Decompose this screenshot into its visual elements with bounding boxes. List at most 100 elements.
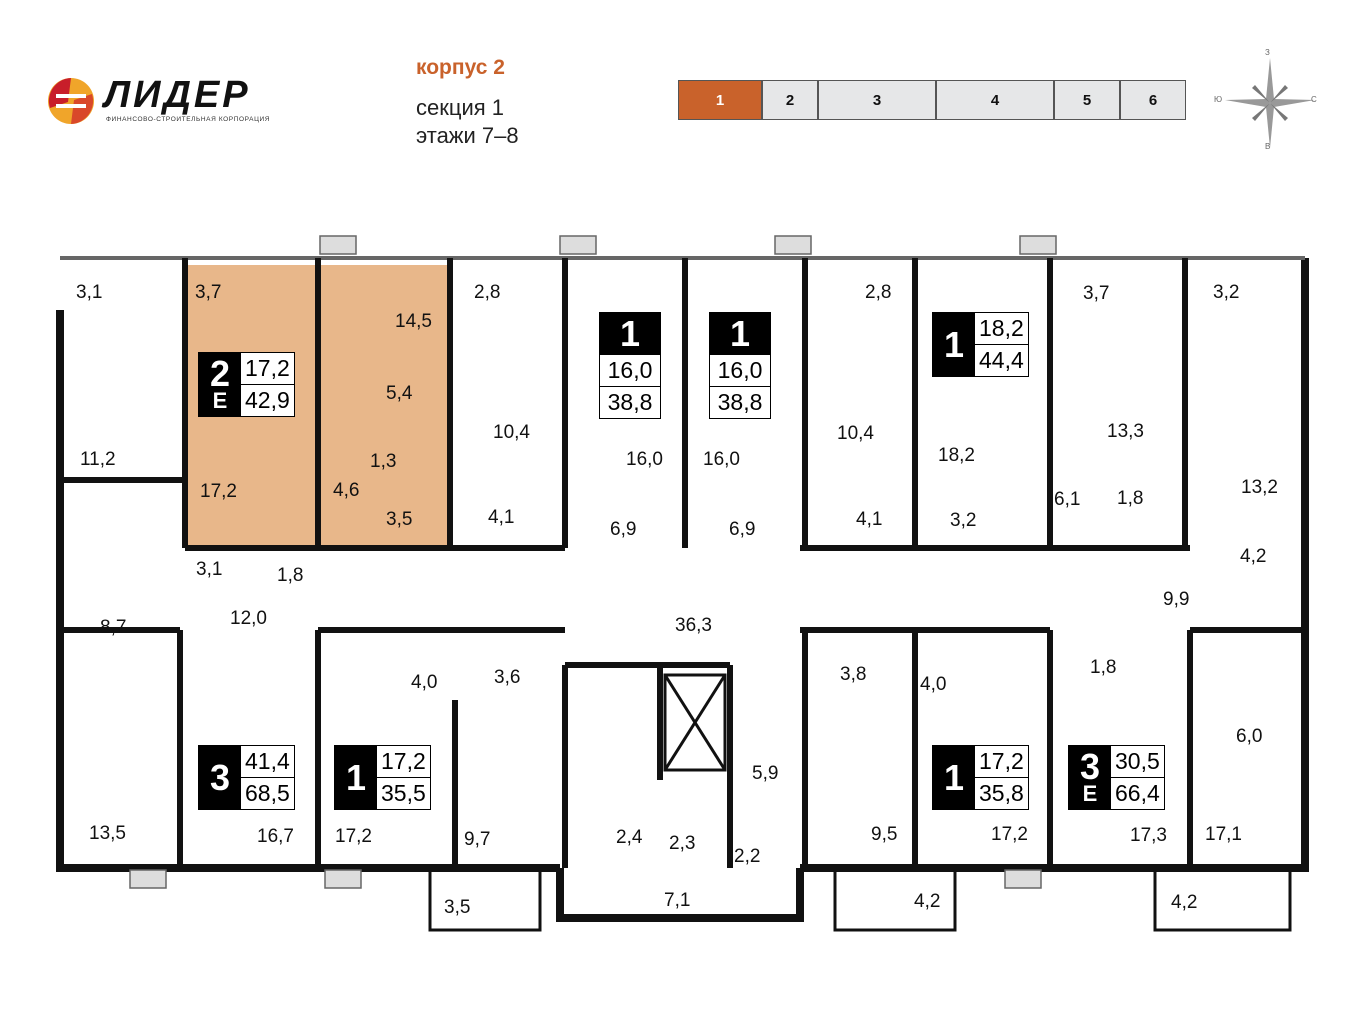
rooms-count: 1 [345, 756, 367, 798]
total-area: 42,9 [241, 384, 294, 416]
living-area: 17,2 [381, 748, 426, 774]
section-2-button[interactable]: 2 [762, 80, 818, 120]
room-area-label: 3,8 [840, 664, 867, 685]
room-area-label: 6,1 [1054, 489, 1081, 510]
compass-west: Ю [1214, 95, 1223, 104]
rooms-count: 3 [209, 756, 231, 798]
room-area-label: 16,0 [626, 449, 663, 470]
room-area-label: 17,3 [1130, 825, 1167, 846]
apartment-badge[interactable]: 1 17,2 35,5 [334, 745, 431, 810]
room-area-label: 4,6 [333, 480, 360, 501]
rooms-count: 3 [1079, 745, 1101, 787]
room-area-label: 10,4 [837, 423, 874, 444]
room-area-label: 3,2 [950, 510, 977, 531]
rooms-count: 1 [729, 313, 751, 354]
room-area-label: 2,3 [669, 833, 696, 854]
room-area-label: 17,2 [200, 481, 237, 502]
room-area-label: 4,2 [1171, 892, 1198, 913]
rooms-count: 1 [619, 313, 641, 354]
rooms-count: 2 [209, 352, 231, 394]
room-area-label: 4,1 [488, 507, 515, 528]
living-area: 16,0 [717, 357, 763, 383]
logo-tagline: ФИНАНСОВО-СТРОИТЕЛЬНАЯ КОРПОРАЦИЯ [106, 116, 271, 123]
room-area-label: 4,2 [914, 891, 941, 912]
room-area-label: 11,2 [80, 449, 116, 470]
room-area-label: 3,5 [444, 897, 471, 918]
room-area-label: 3,5 [386, 509, 413, 530]
room-area-label: 13,3 [1107, 421, 1144, 442]
euro-suffix: Е [212, 387, 228, 413]
logo-mark-icon [48, 78, 94, 124]
section-1-button[interactable]: 1 [678, 80, 762, 120]
apartment-badge[interactable]: 1 18,2 44,4 [932, 312, 1029, 377]
room-area-label: 36,3 [675, 615, 712, 636]
room-area-label: 1,8 [1090, 657, 1117, 678]
room-area-label: 13,2 [1241, 477, 1278, 498]
room-area-label: 3,2 [1213, 282, 1240, 303]
room-area-label: 4,1 [856, 509, 883, 530]
section-label: секция 1 [416, 95, 505, 120]
rooms-count: 1 [943, 756, 965, 798]
living-area: 30,5 [1115, 748, 1160, 774]
total-area: 68,5 [241, 777, 294, 809]
room-area-label: 6,0 [1236, 726, 1263, 747]
total-area: 38,8 [600, 386, 660, 418]
room-area-label: 12,0 [230, 608, 267, 629]
apartment-badge[interactable]: 3 41,4 68,5 [198, 745, 295, 810]
room-area-label: 3,1 [76, 282, 103, 303]
room-area-label: 13,5 [89, 823, 126, 844]
room-area-label: 17,2 [991, 824, 1028, 845]
room-area-label: 4,0 [920, 674, 947, 695]
section-5-button[interactable]: 5 [1054, 80, 1120, 120]
room-area-label: 6,9 [610, 519, 637, 540]
room-area-label: 1,8 [1117, 488, 1144, 509]
room-area-label: 2,8 [865, 282, 892, 303]
section-3-button[interactable]: 3 [818, 80, 936, 120]
room-area-label: 8,7 [100, 617, 127, 638]
living-area: 41,4 [245, 748, 290, 774]
living-area: 17,2 [245, 355, 290, 381]
total-area: 38,8 [710, 386, 770, 418]
room-area-label: 6,9 [729, 519, 756, 540]
room-area-label: 1,8 [277, 565, 304, 586]
room-area-label: 4,2 [1240, 546, 1267, 567]
compass-north: З [1265, 48, 1270, 57]
section-6-button[interactable]: 6 [1120, 80, 1186, 120]
room-area-label: 9,9 [1163, 589, 1190, 610]
room-area-label: 2,8 [474, 282, 501, 303]
logo-name: ЛИДЕР [104, 74, 251, 116]
total-area: 35,8 [975, 777, 1028, 809]
compass-south: В [1265, 142, 1271, 151]
room-area-label: 17,1 [1205, 824, 1242, 845]
room-area-label: 18,2 [938, 445, 975, 466]
total-area: 66,4 [1111, 777, 1164, 809]
section-minimap: 1 2 3 4 5 6 [678, 80, 1186, 120]
rooms-count: 1 [943, 323, 965, 365]
living-area: 18,2 [979, 315, 1024, 341]
room-area-label: 2,2 [734, 846, 761, 867]
compass-icon [1225, 58, 1315, 148]
total-area: 44,4 [975, 344, 1028, 376]
apartment-badge[interactable]: 1 16,0 38,8 [709, 312, 771, 419]
room-area-label: 3,7 [195, 282, 222, 303]
compass-east: С [1311, 95, 1317, 104]
room-area-label: 10,4 [493, 422, 530, 443]
room-area-label: 5,4 [386, 383, 413, 404]
total-area: 35,5 [377, 777, 430, 809]
section-4-button[interactable]: 4 [936, 80, 1054, 120]
room-area-label: 3,7 [1083, 283, 1110, 304]
room-area-label: 4,0 [411, 672, 438, 693]
room-area-label: 7,1 [664, 890, 691, 911]
room-area-label: 5,9 [752, 763, 779, 784]
korpus-label: корпус 2 [416, 56, 505, 79]
room-area-label: 3,1 [196, 559, 223, 580]
room-area-label: 16,0 [703, 449, 740, 470]
floors-label: этажи 7–8 [416, 123, 519, 148]
room-area-label: 9,5 [871, 824, 898, 845]
